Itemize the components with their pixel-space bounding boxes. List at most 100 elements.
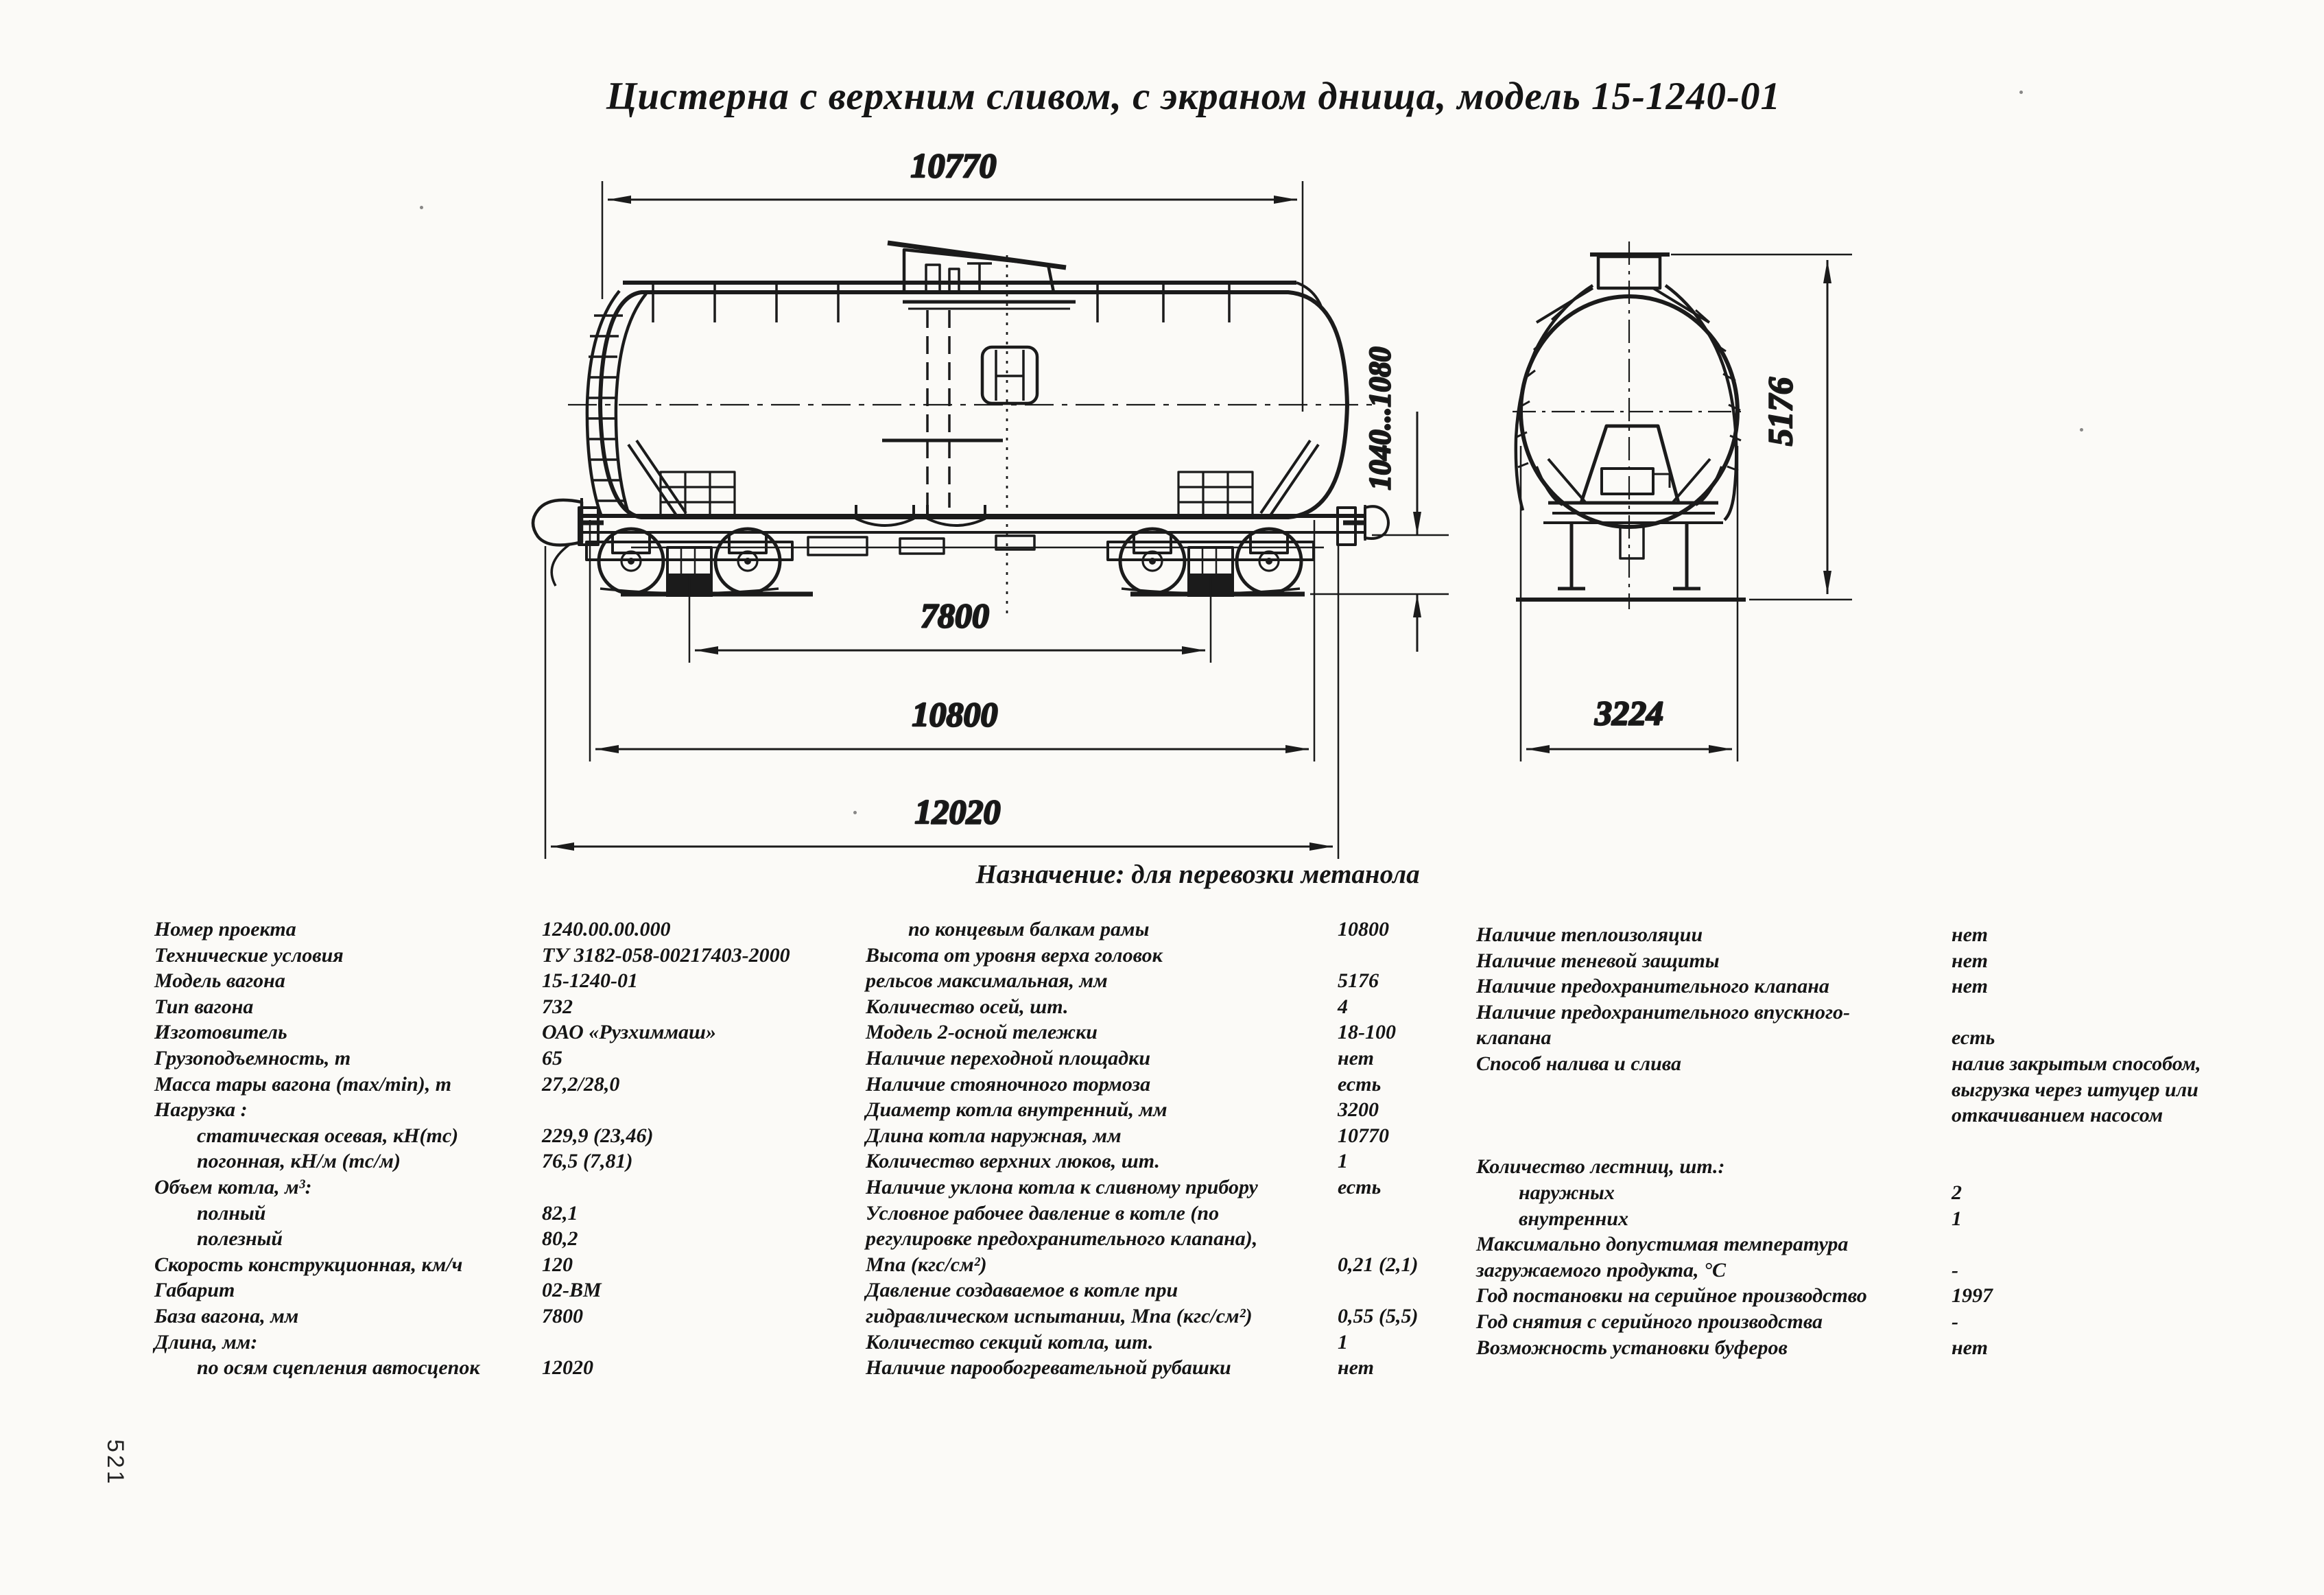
spec-label: Наличие стояночного тормоза xyxy=(866,1072,1151,1096)
dim-7800: 7800 xyxy=(688,576,1212,663)
spec-row: полезный 80,2 xyxy=(154,1226,578,1252)
spec-row: Наличие стояночного тормоза есть xyxy=(866,1072,1381,1098)
top-fittings-dome xyxy=(887,240,1076,310)
spec-value: 76,5 (7,81) xyxy=(542,1150,633,1173)
dim-label-1040-1080: 1040...1080 xyxy=(1363,347,1397,491)
spec-row: Технические условия ТУ 3182-058-00217403… xyxy=(154,943,790,969)
spec-label: наружных xyxy=(1519,1181,1615,1204)
spec-row: Способ налива и слива налив закрытым спо… xyxy=(1476,1051,2201,1077)
side-view xyxy=(531,240,1390,617)
spec-row: Количество секций котла, шт. 1 xyxy=(866,1330,1348,1356)
spec-row: Длина котла наружная, мм 10770 xyxy=(866,1123,1389,1149)
end-ladder xyxy=(585,290,648,515)
dim-1040-1080: 1040...1080 xyxy=(1310,346,1449,652)
spec-value: 0,21 (2,1) xyxy=(1338,1253,1419,1276)
dim-label-5176: 5176 xyxy=(1761,377,1799,446)
spec-row: Изготовитель ОАО «Рузхиммаш» xyxy=(154,1019,716,1045)
spec-row: Количество лестниц, шт.: xyxy=(1476,1154,1867,1180)
spec-row: Давление создаваемое в котле при xyxy=(866,1277,1258,1303)
spec-label: Год снятия с серийного производства xyxy=(1476,1310,1823,1333)
spec-row: гидравлическом испытании, Мпа (кгс/см²) … xyxy=(866,1303,1418,1330)
scan-speck xyxy=(420,206,423,209)
spec-row: Модель вагона 15-1240-01 xyxy=(154,968,638,994)
spec-row: загружаемого продукта, °С - xyxy=(1476,1257,1958,1284)
spec-value: 80,2 xyxy=(542,1227,578,1251)
coupler-right xyxy=(1343,505,1390,541)
spec-label: Модель вагона xyxy=(154,969,285,993)
spec-value: есть xyxy=(1338,1072,1382,1096)
spec-label: Количество верхних люков, шт. xyxy=(866,1150,1160,1173)
spec-label: Длина котла наружная, мм xyxy=(866,1124,1122,1147)
manhole xyxy=(980,345,1039,405)
internal-drain-pipes xyxy=(882,255,1008,617)
spec-value: 0,55 (5,5) xyxy=(1338,1304,1419,1327)
spec-row: Условное рабочее давление в котле (по xyxy=(866,1201,1258,1227)
dim-10770: 10770 xyxy=(601,145,1304,412)
dim-3224: 3224 xyxy=(1519,446,1739,761)
spec-value: 18-100 xyxy=(1338,1021,1396,1044)
spec-value: 27,2/28,0 xyxy=(542,1072,620,1096)
spec-column-left: Номер проекта 1240.00.00.000 Технические… xyxy=(154,917,790,1381)
spec-label: Скорость конструкционная, км/ч xyxy=(154,1253,463,1276)
spec-row: Длина, мм: xyxy=(154,1330,480,1356)
spec-label: Номер проекта xyxy=(154,918,296,941)
spec-row: статическая осевая, кН(тс) 229,9 (23,46) xyxy=(154,1123,653,1149)
spec-row: внутренних 1 xyxy=(1476,1206,1962,1232)
spec-row: Грузоподъемность, т 65 xyxy=(154,1045,562,1072)
page-number: 521 xyxy=(102,1439,128,1487)
spec-row xyxy=(1476,1129,1867,1155)
spec-row: Высота от уровня верха головок xyxy=(866,943,1258,969)
spec-value: 229,9 (23,46) xyxy=(542,1124,654,1147)
spec-row: Наличие теневой защиты нет xyxy=(1476,948,1988,974)
spec-label: Модель 2-осной тележки xyxy=(866,1021,1098,1044)
spec-label: Изготовитель xyxy=(154,1021,287,1044)
spec-label: Нагрузка : xyxy=(154,1098,248,1122)
drain-trays xyxy=(855,505,986,527)
spec-label: Длина, мм: xyxy=(154,1330,258,1354)
spec-row: Максимально допустимая температура xyxy=(1476,1231,1867,1257)
dim-12020: 12020 xyxy=(544,546,1340,859)
end-view xyxy=(1513,241,1746,609)
dim-10800: 10800 xyxy=(589,520,1316,761)
spec-value: нет xyxy=(1338,1356,1374,1380)
spec-label: Наличие предохранительного впускного- xyxy=(1476,1000,1851,1024)
spec-row: Габарит 02-ВМ xyxy=(154,1277,602,1303)
spec-label: Наличие предохранительного клапана xyxy=(1476,975,1829,998)
spec-row: Наличие парообогревательной рубашки нет xyxy=(866,1355,1374,1381)
spec-row: Наличие теплоизоляции нет xyxy=(1476,922,1988,948)
spec-label: полезный xyxy=(197,1227,283,1251)
spec-label: статическая осевая, кН(тс) xyxy=(197,1124,459,1147)
dim-label-10770: 10770 xyxy=(911,146,997,185)
dim-label-3224: 3224 xyxy=(1594,694,1663,732)
dim-5176: 5176 xyxy=(1671,253,1852,601)
underframe xyxy=(578,506,1365,556)
spec-label: регулировке предохранительного клапана), xyxy=(866,1227,1258,1251)
spec-value: 4 xyxy=(1338,995,1348,1018)
spec-row: Диаметр котла внутренний, мм 3200 xyxy=(866,1097,1379,1123)
spec-value: 10800 xyxy=(1338,918,1389,941)
spec-label: по осям сцепления автосцепок xyxy=(197,1356,480,1380)
end-view-ladders xyxy=(1514,284,1742,521)
spec-value: 1240.00.00.000 xyxy=(542,918,671,941)
coupler-left xyxy=(531,498,604,587)
spec-row: Модель 2-осной тележки 18-100 xyxy=(866,1019,1396,1045)
spec-label: Технические условия xyxy=(154,943,344,967)
spec-label: База вагона, мм xyxy=(154,1304,299,1327)
spec-label: по концевым балкам рамы xyxy=(908,918,1150,941)
spec-label: Способ налива и слива xyxy=(1476,1052,1681,1075)
spec-row: выгрузка через штуцер или xyxy=(1476,1077,2198,1103)
spec-row: Объем котла, м³: xyxy=(154,1174,480,1201)
spec-row: Наличие переходной площадки нет xyxy=(866,1045,1374,1072)
spec-value: 1 xyxy=(1338,1330,1348,1354)
end-braces xyxy=(627,439,1320,519)
spec-value: нет xyxy=(1952,975,1988,998)
spec-row: по осям сцепления автосцепок 12020 xyxy=(154,1355,593,1381)
spec-column-right: Наличие теплоизоляции нет Наличие тенево… xyxy=(1476,922,2201,1360)
spec-row: полный 82,1 xyxy=(154,1201,578,1227)
spec-label: Наличие парообогревательной рубашки xyxy=(866,1356,1231,1380)
spec-label: загружаемого продукта, °С xyxy=(1476,1258,1727,1281)
spec-label: Наличие теплоизоляции xyxy=(1476,923,1703,946)
spec-row: клапана есть xyxy=(1476,1025,1995,1051)
spec-value: 82,1 xyxy=(542,1201,578,1225)
